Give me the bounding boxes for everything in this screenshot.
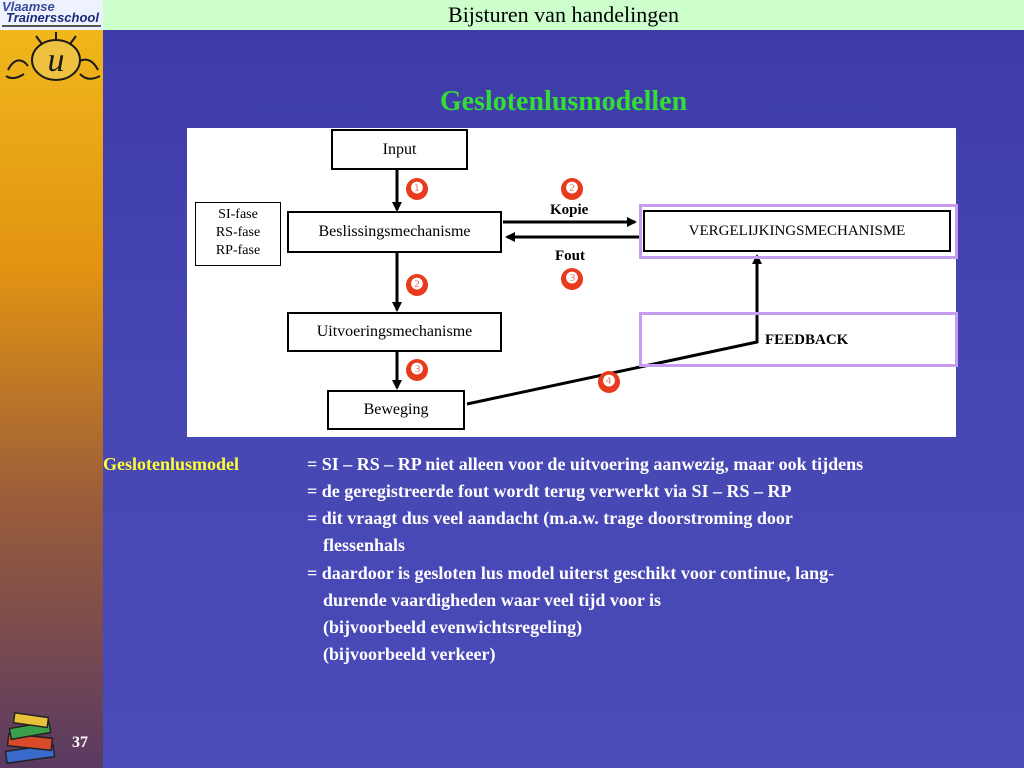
logo: Vlaamse Trainersschool [0, 0, 103, 30]
sidebar: Vlaamse Trainersschool u 37 [0, 0, 103, 768]
books-icon [4, 712, 56, 765]
movement-box: Beweging [327, 390, 465, 430]
body-line-1: = SI – RS – RP niet alleen voor de uitvo… [307, 454, 864, 474]
marker-2-icon: ❷ [406, 274, 428, 296]
body-line-8: (bijvoorbeeld verkeer) [323, 644, 496, 664]
phase-list: SI-fase RS-fase RP-fase [195, 202, 281, 266]
mascot-letter: u [48, 42, 65, 79]
diagram-arrows [392, 170, 762, 406]
phase-rp: RP-fase [215, 243, 261, 258]
body-line-4: flessenhals [323, 535, 406, 555]
error-label: Fout [555, 248, 585, 264]
header-bar: Bijsturen van handelingen [103, 0, 1024, 30]
logo-line2: Trainersschool [6, 10, 99, 25]
marker-feedback-icon: ❹ [598, 371, 620, 393]
body-line-7: (bijvoorbeeld evenwichtsregeling) [323, 617, 583, 637]
arrow-feedback [466, 254, 762, 406]
marker-copy-icon: ❷ [561, 178, 583, 200]
page-number: 37 [72, 734, 88, 751]
logo-line1: Vlaamse [2, 0, 55, 14]
closed-loop-diagram: Input Beslissingsmechanisme Uitvoeringsm… [187, 128, 958, 437]
decision-mechanism-box: Beslissingsmechanisme [287, 211, 502, 253]
marker-1-icon: ❶ [406, 178, 428, 200]
phase-rs: RS-fase [215, 225, 261, 240]
mascot-icon: u [5, 32, 101, 81]
feedback-box [639, 312, 958, 367]
copy-label: Kopie [550, 202, 589, 218]
slide-subtitle: Geslotenlusmodellen [439, 86, 688, 117]
input-box: Input [331, 129, 468, 170]
logo-tagline-bar [2, 25, 101, 27]
feedback-label: FEEDBACK [765, 332, 849, 348]
phase-si: SI-fase [218, 207, 258, 222]
header-title: Bijsturen van handelingen [448, 2, 679, 27]
execution-mechanism-box: Uitvoeringsmechanisme [287, 312, 502, 352]
body-line-6: durende vaardigheden waar veel tijd voor… [323, 590, 662, 610]
marker-3-icon: ❸ [406, 359, 428, 381]
body-line-3: = dit vraagt dus veel aandacht (m.a.w. t… [307, 508, 793, 528]
body-line-2: = de geregistreerde fout wordt terug ver… [307, 481, 792, 501]
comparison-outer-border [639, 204, 958, 259]
body-term: Geslotenlusmodel [103, 454, 240, 474]
body-line-5: = daardoor is gesloten lus model uiterst… [307, 563, 835, 583]
marker-error-icon: ❸ [561, 268, 583, 290]
comparison-mechanism-box: VERGELIJKINGSMECHANISME [643, 210, 951, 252]
